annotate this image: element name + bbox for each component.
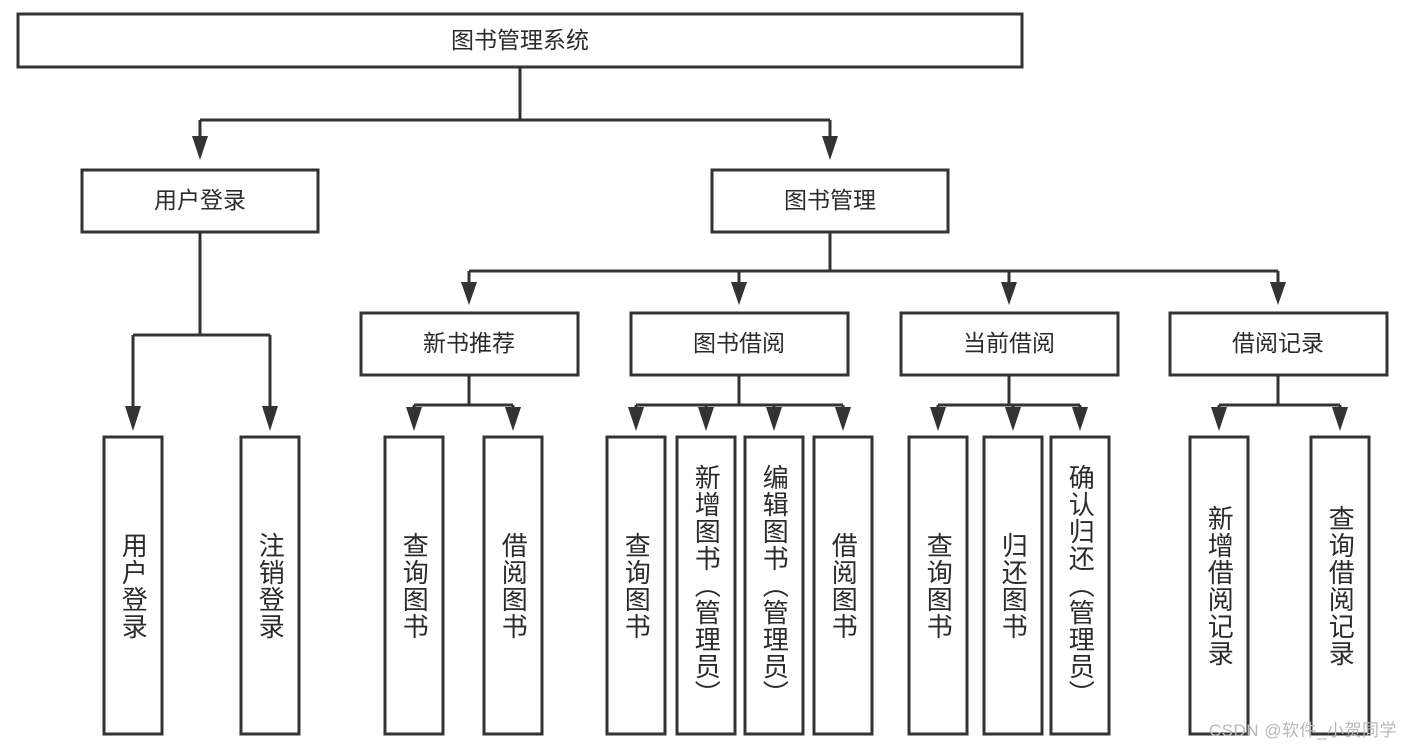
node-book-borrow-label: 图书借阅 xyxy=(693,330,785,356)
connector-current-borrow-to-leaves xyxy=(930,375,1088,431)
arrow-head-nbr-borrow-book xyxy=(505,407,521,431)
node-user-login[interactable]: 用户登录 xyxy=(80,168,320,234)
node-book-borrow[interactable]: 图书借阅 xyxy=(629,311,850,377)
node-borrow-record-label: 借阅记录 xyxy=(1232,330,1324,356)
arrow-head-bb-add-book xyxy=(698,407,714,431)
node-borrow-record-box[interactable] xyxy=(1168,311,1389,377)
node-root-label: 图书管理系统 xyxy=(451,27,589,53)
node-current-borrow-box[interactable] xyxy=(899,311,1120,377)
arrow-head-br-query-record xyxy=(1332,407,1348,431)
leaf-box-logout[interactable] xyxy=(239,435,301,736)
node-current-borrow-label: 当前借阅 xyxy=(963,330,1055,356)
leaf-box-nbr-query-book[interactable] xyxy=(383,435,445,736)
arrow-head-bb-borrow-book xyxy=(835,407,851,431)
arrow-head-cb-query-book xyxy=(930,407,946,431)
leaf-box-cb-return-book[interactable] xyxy=(982,435,1044,736)
leaf-box-bb-edit-book[interactable] xyxy=(743,435,805,736)
arrow-head-br-add-record xyxy=(1211,407,1227,431)
leaf-box-br-add-record[interactable] xyxy=(1188,435,1250,736)
arrow-head-new-book-rec xyxy=(461,282,477,305)
node-borrow-record[interactable]: 借阅记录 xyxy=(1168,311,1389,377)
arrow-head-nbr-query-book xyxy=(406,407,422,431)
leaf-box-bb-borrow-book[interactable] xyxy=(812,435,874,736)
connector-root-to-level2 xyxy=(192,67,838,160)
leaf-box-br-query-record[interactable] xyxy=(1309,435,1371,736)
leaf-boxes-group xyxy=(102,435,1371,736)
arrow-head-current-borrow xyxy=(1001,282,1017,305)
connector-user-login-to-leaves xyxy=(125,232,278,431)
node-book-borrow-box[interactable] xyxy=(629,311,850,377)
connector-new-book-rec-to-leaves xyxy=(406,375,521,431)
node-book-manage[interactable]: 图书管理 xyxy=(710,168,950,234)
arrow-head-leaf-logout xyxy=(262,406,278,431)
node-root-box[interactable] xyxy=(16,12,1024,69)
arrow-head-book-manage xyxy=(822,136,838,160)
node-new-book-rec-box[interactable] xyxy=(359,311,580,377)
node-new-book-rec[interactable]: 新书推荐 xyxy=(359,311,580,377)
connector-book-manage-to-level3 xyxy=(461,232,1286,305)
arrow-head-bb-edit-book xyxy=(766,407,782,431)
leaf-box-user-login[interactable] xyxy=(102,435,164,736)
node-root[interactable]: 图书管理系统 xyxy=(16,12,1024,69)
connector-book-borrow-to-leaves xyxy=(628,375,851,431)
csdn-watermark: CSDN @软件_小贺同学 xyxy=(1208,721,1397,740)
arrow-head-book-borrow xyxy=(731,282,747,305)
arrow-head-borrow-record xyxy=(1270,282,1286,305)
arrow-head-leaf-user-login xyxy=(125,406,141,431)
node-new-book-rec-label: 新书推荐 xyxy=(423,330,515,356)
leaf-box-nbr-borrow-book[interactable] xyxy=(482,435,544,736)
node-book-manage-box[interactable] xyxy=(710,168,950,234)
node-book-manage-label: 图书管理 xyxy=(784,187,876,213)
arrow-head-bb-query-book xyxy=(628,407,644,431)
leaf-box-cb-confirm-return[interactable] xyxy=(1049,435,1111,736)
connector-borrow-record-to-leaves xyxy=(1211,375,1348,431)
leaf-box-bb-add-book[interactable] xyxy=(675,435,737,736)
arrow-head-cb-return-book xyxy=(1005,407,1021,431)
arrow-head-cb-confirm-return xyxy=(1072,407,1088,431)
leaf-box-bb-query-book[interactable] xyxy=(605,435,667,736)
node-user-login-label: 用户登录 xyxy=(154,187,246,213)
arrow-head-user-login xyxy=(192,136,208,160)
leaf-box-cb-query-book[interactable] xyxy=(907,435,969,736)
node-current-borrow[interactable]: 当前借阅 xyxy=(899,311,1120,377)
